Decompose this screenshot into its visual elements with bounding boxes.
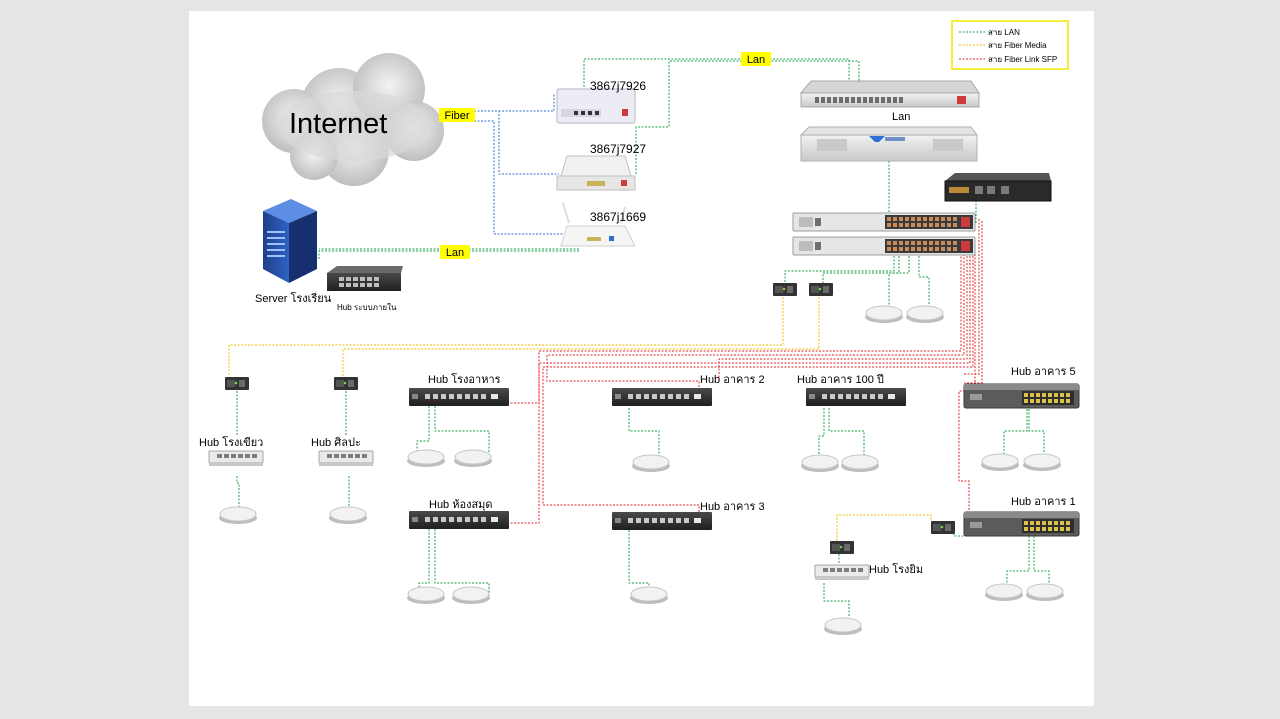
- svg-text:Lan: Lan: [747, 54, 765, 66]
- ap-akhan1-1: [984, 583, 1024, 602]
- ap-akhan2: [631, 454, 671, 473]
- hub-akhan1: [963, 511, 1080, 537]
- media-converter-a: [773, 283, 797, 296]
- hub-akhan2: [612, 388, 712, 406]
- legend: สาย LAN สาย Fiber Media สาย Fiber Link S…: [951, 20, 1069, 70]
- legend-fiber-sfp: สาย Fiber Link SFP: [988, 55, 1057, 64]
- internet-label: Internet: [289, 108, 387, 140]
- ap-rongahan-1: [406, 449, 446, 468]
- ap-rongkhiao: [218, 506, 258, 525]
- server-icon: [263, 199, 317, 283]
- rack-router: [799, 80, 980, 108]
- hub-rongahan: [409, 388, 509, 406]
- hub-sinlapa-label: Hub ศิลปะ: [311, 437, 361, 449]
- hub-akhan5: [963, 383, 1080, 409]
- internal-hub: [327, 266, 403, 291]
- modem-1-label: 3867j7926: [590, 79, 646, 93]
- legend-fiber-media: สาย Fiber Media: [988, 41, 1047, 50]
- legend-lan: สาย LAN: [988, 28, 1020, 37]
- hub-rongahan-label: Hub โรงอาหาร: [428, 372, 501, 386]
- ap-rongyim: [823, 617, 863, 636]
- modem-2-label: 3867j7927: [590, 142, 646, 156]
- network-diagram-canvas: Internet Fiber Lan Lan 3867j7926 3867j79…: [189, 11, 1094, 706]
- server-label: Server โรงเรียน: [255, 291, 332, 305]
- internal-hub-label: Hub ระบบภายใน: [337, 303, 397, 312]
- hub-hongsamut: [409, 511, 509, 529]
- rack-lan-label: Lan: [892, 111, 910, 123]
- router-wifi: [560, 202, 636, 247]
- hub-akhan5-label: Hub อาคาร 5: [1011, 366, 1076, 378]
- fiber-tag: Fiber: [439, 108, 475, 122]
- internet-cloud: [262, 53, 444, 186]
- core-switch-1: [792, 212, 976, 232]
- modem-3-label: 3867j1669: [590, 210, 646, 224]
- hub-rongyim: [814, 564, 870, 581]
- ap-akhan5-2: [1022, 453, 1062, 472]
- lan-cables: [236, 58, 1050, 617]
- hub-hongsamut-label: Hub ห้องสมุด: [429, 499, 493, 511]
- hub-rongyim-label: Hub โรงยิม: [869, 562, 923, 576]
- hub-sinlapa: [318, 450, 374, 467]
- edge-router: [944, 173, 1052, 202]
- ap-akhan100-2: [840, 454, 880, 473]
- ap-akhan5-1: [980, 453, 1020, 472]
- media-converter-b: [809, 283, 833, 296]
- ap-rongahan-2: [453, 449, 493, 468]
- hub-rongkhiao-label: Hub โรงเขียว: [199, 435, 263, 449]
- media-converter-rongkhiao: [225, 377, 249, 390]
- fiber-media-cables: [228, 297, 932, 541]
- core-switch-2: [792, 236, 976, 256]
- ap-akhan100-1: [800, 454, 840, 473]
- hub-akhan3: [612, 512, 712, 530]
- hub-rongkhiao: [208, 450, 264, 467]
- hub-akhan1-label: Hub อาคาร 1: [1011, 496, 1076, 508]
- modem-1: [556, 88, 636, 124]
- svg-text:Fiber: Fiber: [444, 110, 469, 122]
- hub-akhan100: [806, 388, 906, 406]
- hub-akhan2-label: Hub อาคาร 2: [700, 374, 765, 386]
- lan-tag-left: Lan: [440, 245, 470, 259]
- fiber-patch-panel: [799, 126, 978, 162]
- media-converter-akhan1: [931, 521, 955, 534]
- lan-tag-top: Lan: [741, 52, 771, 66]
- network-diagram: Internet Fiber Lan Lan 3867j7926 3867j79…: [199, 20, 1080, 636]
- ap-hongsamut-1: [406, 586, 446, 605]
- ap-hongsamut-2: [451, 586, 491, 605]
- ap-sinlapa: [328, 506, 368, 525]
- ap-akhan3: [629, 586, 669, 605]
- ap-core-1: [864, 305, 904, 324]
- hub-akhan3-label: Hub อาคาร 3: [700, 501, 765, 513]
- sfp-fiber-cables: [507, 219, 983, 524]
- fiber-cables: [474, 94, 564, 235]
- ap-core-2: [905, 305, 945, 324]
- hub-akhan100-label: Hub อาคาร 100 ปี: [797, 373, 884, 386]
- modem-2: [556, 155, 636, 191]
- media-converter-rongyim: [830, 541, 854, 554]
- ap-akhan1-2: [1025, 583, 1065, 602]
- svg-text:Lan: Lan: [446, 247, 464, 259]
- media-converter-sinlapa: [334, 377, 358, 390]
